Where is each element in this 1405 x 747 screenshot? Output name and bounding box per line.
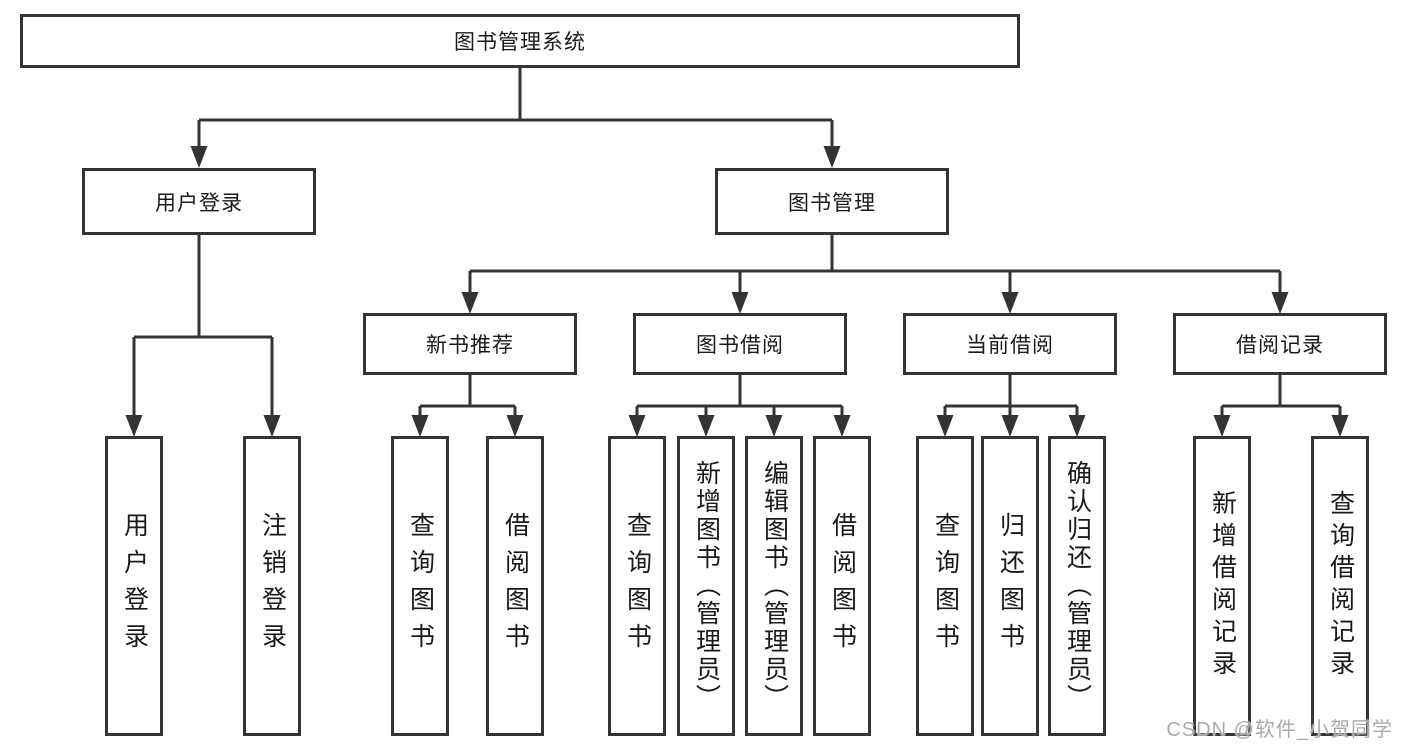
connector-bookmgmt-to-level3 (468, 235, 1282, 296)
leaf-user-login: 用户登录 (105, 436, 163, 736)
node-book-borrowing-label: 图书借阅 (696, 334, 784, 357)
leaf-query-books-recommend-label: 查询图书 (406, 512, 435, 660)
arrow-down-icon (628, 415, 646, 437)
leaf-add-borrow-record-label: 新增借阅记录 (1208, 490, 1237, 682)
arrow-down-icon (461, 292, 479, 314)
arrow-down-icon (936, 415, 954, 437)
leaf-query-borrow-record-label: 查询借阅记录 (1326, 490, 1355, 682)
arrow-down-icon (263, 415, 281, 437)
node-new-book-recommend: 新书推荐 (363, 313, 577, 375)
leaf-borrow-books: 借阅图书 (813, 436, 871, 736)
arrow-down-icon (1001, 415, 1019, 437)
arrow-down-icon (823, 146, 841, 168)
leaf-user-login-label: 用户登录 (120, 512, 149, 660)
arrow-down-icon (765, 415, 783, 437)
node-new-book-recommend-label: 新书推荐 (426, 334, 514, 357)
leaf-return-books-label: 归还图书 (996, 512, 1025, 660)
node-root: 图书管理系统 (20, 14, 1020, 68)
leaf-query-borrow-record: 查询借阅记录 (1311, 436, 1369, 736)
leaf-borrow-books-recommend-label: 借阅图书 (501, 512, 530, 660)
connector-newbooks-to-leaves (418, 375, 517, 419)
leaf-query-books-recommend: 查询图书 (391, 436, 449, 736)
node-root-label: 图书管理系统 (454, 31, 586, 54)
leaf-query-books-current-label: 查询图书 (931, 512, 960, 660)
leaf-borrow-books-recommend: 借阅图书 (486, 436, 544, 736)
node-current-borrowing-label: 当前借阅 (966, 334, 1054, 357)
connector-root-to-level2 (197, 68, 834, 150)
node-user-login-label: 用户登录 (155, 191, 243, 215)
leaf-logout-label: 注销登录 (258, 512, 287, 660)
leaf-query-books-borrow: 查询图书 (608, 436, 666, 736)
arrow-down-icon (1213, 415, 1231, 437)
leaf-borrow-books-label: 借阅图书 (828, 512, 857, 660)
connector-records-to-leaves (1220, 375, 1342, 419)
arrow-down-icon (833, 415, 851, 437)
leaf-add-book-admin: 新增图书（管理员） (677, 436, 735, 736)
leaf-confirm-return-admin: 确认归还（管理员） (1048, 436, 1106, 736)
node-book-management: 图书管理 (715, 168, 949, 235)
node-user-login: 用户登录 (82, 168, 316, 235)
leaf-edit-book-admin-label: 编辑图书（管理员） (760, 460, 789, 712)
leaf-query-books-borrow-label: 查询图书 (623, 512, 652, 660)
leaf-logout: 注销登录 (243, 436, 301, 736)
arrow-down-icon (125, 415, 143, 437)
connector-current-to-leaves (943, 375, 1079, 419)
arrow-down-icon (506, 415, 524, 437)
leaf-query-books-current: 查询图书 (916, 436, 974, 736)
arrow-down-icon (190, 146, 208, 168)
node-book-management-label: 图书管理 (788, 191, 876, 215)
node-current-borrowing: 当前借阅 (903, 313, 1117, 375)
arrow-down-icon (1068, 415, 1086, 437)
arrow-down-icon (1331, 415, 1349, 437)
connector-userlogin-to-leaves (132, 235, 274, 419)
arrow-down-icon (731, 292, 749, 314)
node-borrowing-records: 借阅记录 (1173, 313, 1387, 375)
leaf-edit-book-admin: 编辑图书（管理员） (745, 436, 803, 736)
watermark: CSDN @软件_小贺同学 (1166, 719, 1393, 741)
connector-borrow-to-leaves (635, 375, 844, 419)
node-book-borrowing: 图书借阅 (633, 313, 847, 375)
node-borrowing-records-label: 借阅记录 (1236, 334, 1324, 357)
leaf-add-book-admin-label: 新增图书（管理员） (692, 460, 721, 712)
arrow-down-icon (697, 415, 715, 437)
leaf-return-books: 归还图书 (981, 436, 1039, 736)
arrow-down-icon (1271, 292, 1289, 314)
leaf-add-borrow-record: 新增借阅记录 (1193, 436, 1251, 736)
leaf-confirm-return-admin-label: 确认归还（管理员） (1063, 460, 1092, 712)
arrow-down-icon (1001, 292, 1019, 314)
arrow-down-icon (411, 415, 429, 437)
